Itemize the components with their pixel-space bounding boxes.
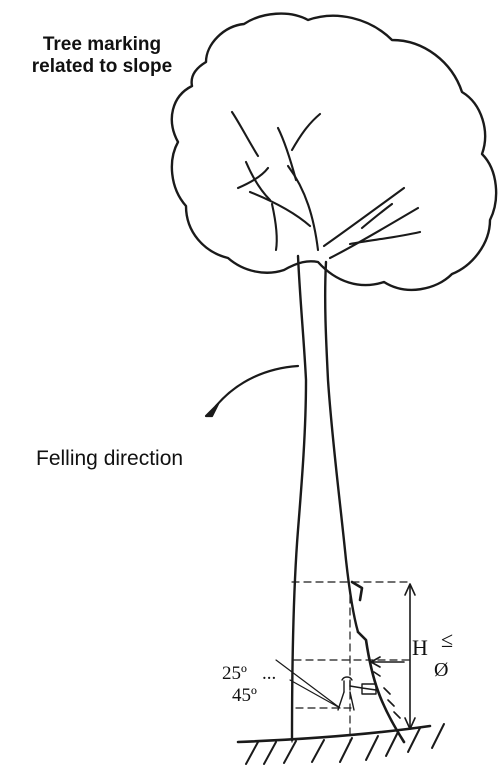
tree-crown [172, 14, 496, 290]
height-symbol: H [412, 635, 428, 661]
tree-trunk-left [292, 256, 306, 740]
angle-min-label: 25º [222, 663, 247, 685]
felling-arrow-head [206, 404, 218, 416]
title-line-2: related to slope [6, 56, 198, 78]
tree-trunk-right [325, 262, 358, 632]
diameter-symbol: Ø [434, 659, 448, 682]
felling-direction-arrow [216, 366, 298, 406]
angle-range-separator: ... [262, 663, 276, 685]
tree-branches [232, 112, 420, 258]
diagram-title: Tree marking related to slope [6, 34, 198, 78]
ground-hatching [246, 724, 444, 764]
worker-figure [338, 677, 376, 710]
angle-max-label: 45º [232, 685, 257, 707]
angle-guide-line [276, 660, 340, 708]
relation-symbol: ≤ [441, 627, 453, 653]
felling-direction-label: Felling direction [36, 447, 183, 471]
title-line-1: Tree marking [6, 34, 198, 56]
diameter-pointer [371, 657, 404, 667]
